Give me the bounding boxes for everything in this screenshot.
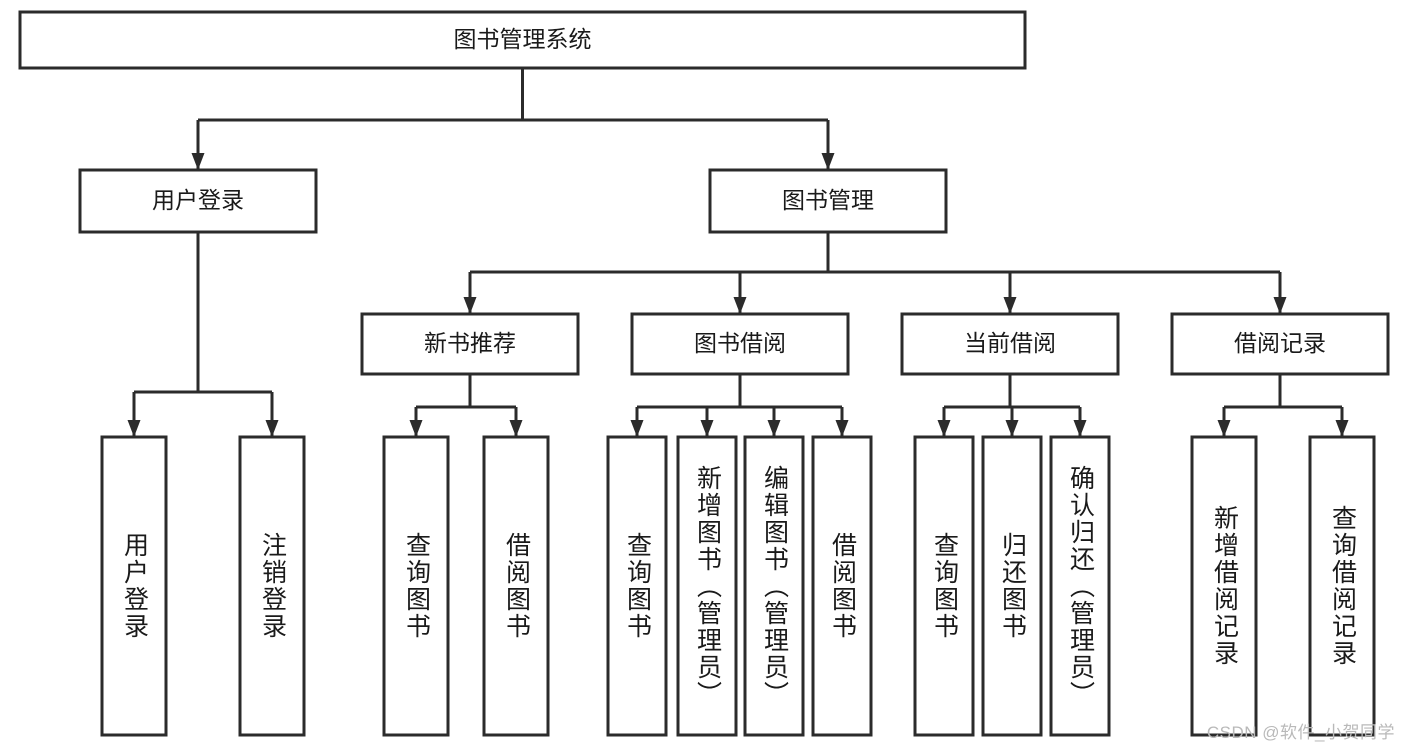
- arrow-head-user-login-1: [265, 420, 279, 437]
- arrow-head-records-1: [1335, 420, 1349, 437]
- arrow-head-current-2: [1073, 420, 1087, 437]
- node-box-借阅图书[interactable]: [811, 435, 873, 737]
- edges-layer: [127, 68, 1349, 437]
- arrow-head-book-mgmt-0: [463, 297, 477, 314]
- node-label-图书借阅: 图书借阅: [694, 330, 786, 356]
- node-box-查询图书[interactable]: [606, 435, 668, 737]
- arrow-head-borrow-2: [767, 420, 781, 437]
- node-box-查询图书[interactable]: [913, 435, 975, 737]
- node-box-用户登录[interactable]: [100, 435, 168, 737]
- node-box-新增借阅记录[interactable]: [1190, 435, 1258, 737]
- arrow-head-records-0: [1217, 420, 1231, 437]
- arrow-head-borrow-0: [630, 420, 644, 437]
- node-box-图书管理[interactable]: [708, 168, 948, 234]
- node-box-查询图书[interactable]: [382, 435, 450, 737]
- node-box-编辑图书管理员[interactable]: [743, 435, 805, 737]
- arrow-head-root-0: [191, 153, 205, 170]
- node-box-查询借阅记录[interactable]: [1308, 435, 1376, 737]
- node-box-借阅记录[interactable]: [1170, 312, 1390, 376]
- arrow-head-book-mgmt-2: [1003, 297, 1017, 314]
- arrow-head-current-1: [1005, 420, 1019, 437]
- node-box-图书借阅[interactable]: [630, 312, 850, 376]
- node-label-图书管理: 图书管理: [782, 187, 874, 213]
- arrow-head-borrow-1: [700, 420, 714, 437]
- arrow-head-book-mgmt-1: [733, 297, 747, 314]
- boxes-layer: [18, 10, 1390, 737]
- arrow-head-new-book-1: [509, 420, 523, 437]
- node-box-当前借阅[interactable]: [900, 312, 1120, 376]
- arrow-head-root-1: [821, 153, 835, 170]
- node-label-用户登录: 用户登录: [152, 187, 244, 213]
- arrow-head-current-0: [937, 420, 951, 437]
- node-label-借阅记录: 借阅记录: [1234, 330, 1326, 356]
- node-box-新增图书管理员[interactable]: [676, 435, 738, 737]
- arrow-head-user-login-0: [127, 420, 141, 437]
- arrow-head-new-book-0: [409, 420, 423, 437]
- arrow-head-borrow-3: [835, 420, 849, 437]
- node-label-当前借阅: 当前借阅: [964, 330, 1056, 356]
- node-box-确认归还管理员[interactable]: [1049, 435, 1111, 737]
- node-box-用户登录[interactable]: [78, 168, 318, 234]
- node-box-借阅图书[interactable]: [482, 435, 550, 737]
- node-box-注销登录[interactable]: [238, 435, 306, 737]
- csdn-watermark: CSDN @软件_小贺同学: [1206, 723, 1395, 742]
- node-label-新书推荐: 新书推荐: [424, 330, 516, 356]
- node-label-图书管理系统: 图书管理系统: [454, 26, 592, 52]
- node-box-新书推荐[interactable]: [360, 312, 580, 376]
- arrow-head-book-mgmt-3: [1273, 297, 1287, 314]
- node-box-图书管理系统[interactable]: [18, 10, 1027, 70]
- node-box-归还图书[interactable]: [981, 435, 1043, 737]
